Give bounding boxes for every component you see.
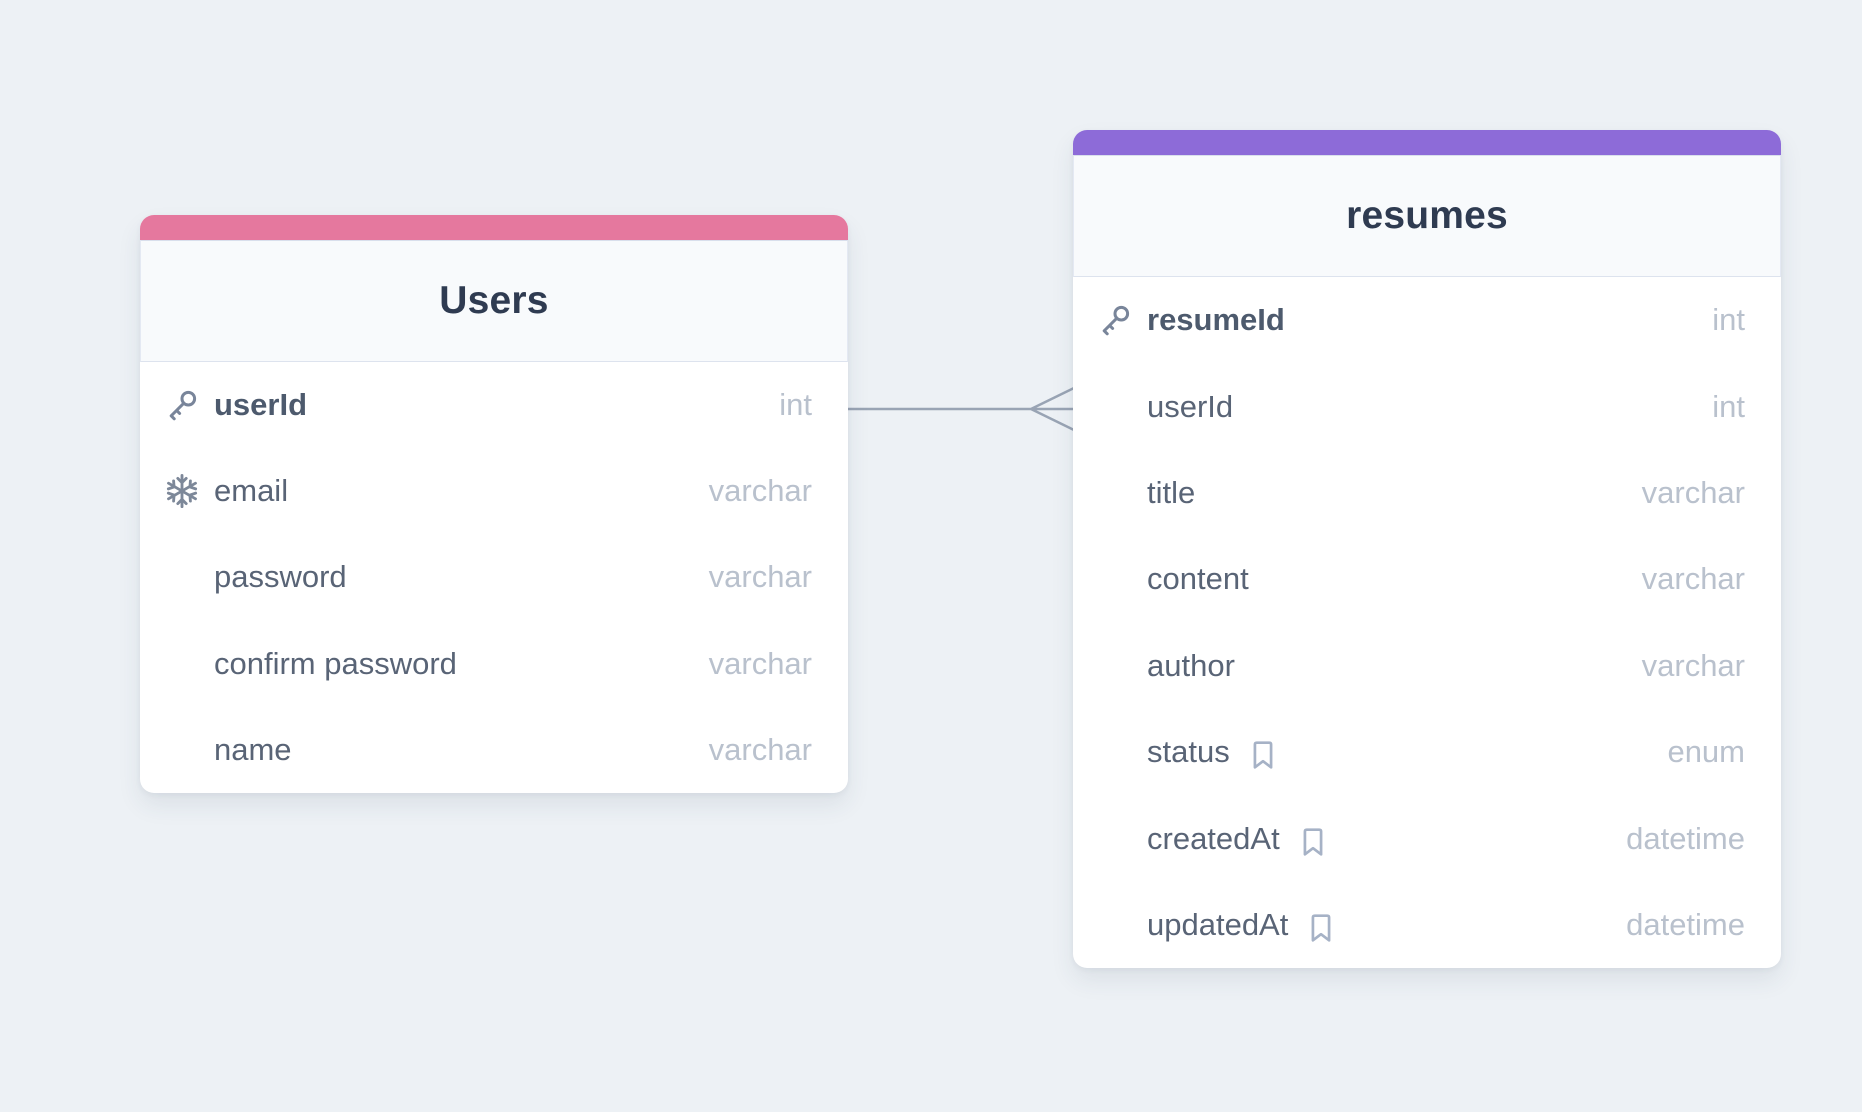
table-columns: userId int e: [140, 362, 848, 793]
column-name: updatedAt: [1147, 906, 1289, 942]
column-name: name: [214, 731, 292, 767]
table-title: resumes: [1346, 194, 1508, 237]
column-type: datetime: [1626, 906, 1745, 942]
table-accent-bar: [140, 215, 848, 240]
table-row[interactable]: resumeId int: [1073, 277, 1781, 363]
column-type: int: [1712, 302, 1745, 338]
table-row[interactable]: confirm password varchar: [140, 621, 848, 707]
snowflake-icon: [161, 470, 203, 512]
column-name: userId: [1147, 388, 1234, 424]
table-row[interactable]: userId int: [140, 362, 848, 448]
table-row[interactable]: email varchar: [140, 448, 848, 534]
column-type: varchar: [708, 559, 812, 595]
column-name: userId: [214, 387, 308, 423]
column-type: varchar: [708, 645, 812, 681]
column-name: content: [1147, 561, 1249, 597]
table-row[interactable]: updatedAt datetime: [1073, 882, 1781, 968]
column-name: email: [214, 473, 289, 509]
bookmark-icon: [1304, 911, 1338, 945]
bookmark-icon: [1296, 825, 1330, 859]
table-header: Users: [140, 240, 848, 362]
column-type: enum: [1667, 734, 1745, 770]
column-name: status: [1147, 734, 1230, 770]
column-name: title: [1147, 474, 1196, 510]
column-type: varchar: [708, 731, 812, 767]
column-type: int: [1712, 388, 1745, 424]
table-row[interactable]: userId int: [1073, 363, 1781, 449]
table-title: Users: [439, 279, 549, 322]
key-icon: [1094, 299, 1136, 341]
key-icon: [161, 384, 203, 426]
table-accent-bar: [1073, 130, 1781, 155]
table-row[interactable]: status enum: [1073, 709, 1781, 795]
column-name: resumeId: [1147, 302, 1285, 338]
table-columns: resumeId int userId int title varchar co…: [1073, 277, 1781, 968]
table-row[interactable]: createdAt datetime: [1073, 795, 1781, 881]
column-type: varchar: [1641, 647, 1745, 683]
table-row[interactable]: author varchar: [1073, 623, 1781, 709]
column-type: int: [779, 387, 812, 423]
bookmark-icon: [1246, 738, 1280, 772]
table-header: resumes: [1073, 155, 1781, 277]
column-type: varchar: [708, 473, 812, 509]
table-row[interactable]: password varchar: [140, 534, 848, 620]
column-type: varchar: [1641, 561, 1745, 597]
relationship-line[interactable]: [846, 386, 1076, 432]
column-name: password: [214, 559, 347, 595]
column-name: createdAt: [1147, 820, 1280, 856]
table-card-resumes[interactable]: resumes resumeId int userId int title: [1073, 130, 1781, 969]
table-row[interactable]: title varchar: [1073, 450, 1781, 536]
table-row[interactable]: content varchar: [1073, 536, 1781, 622]
column-type: datetime: [1626, 820, 1745, 856]
table-card-users[interactable]: Users userId int: [140, 215, 848, 793]
table-row[interactable]: name varchar: [140, 707, 848, 793]
column-name: confirm password: [214, 645, 457, 681]
column-type: varchar: [1641, 474, 1745, 510]
column-name: author: [1147, 647, 1235, 683]
